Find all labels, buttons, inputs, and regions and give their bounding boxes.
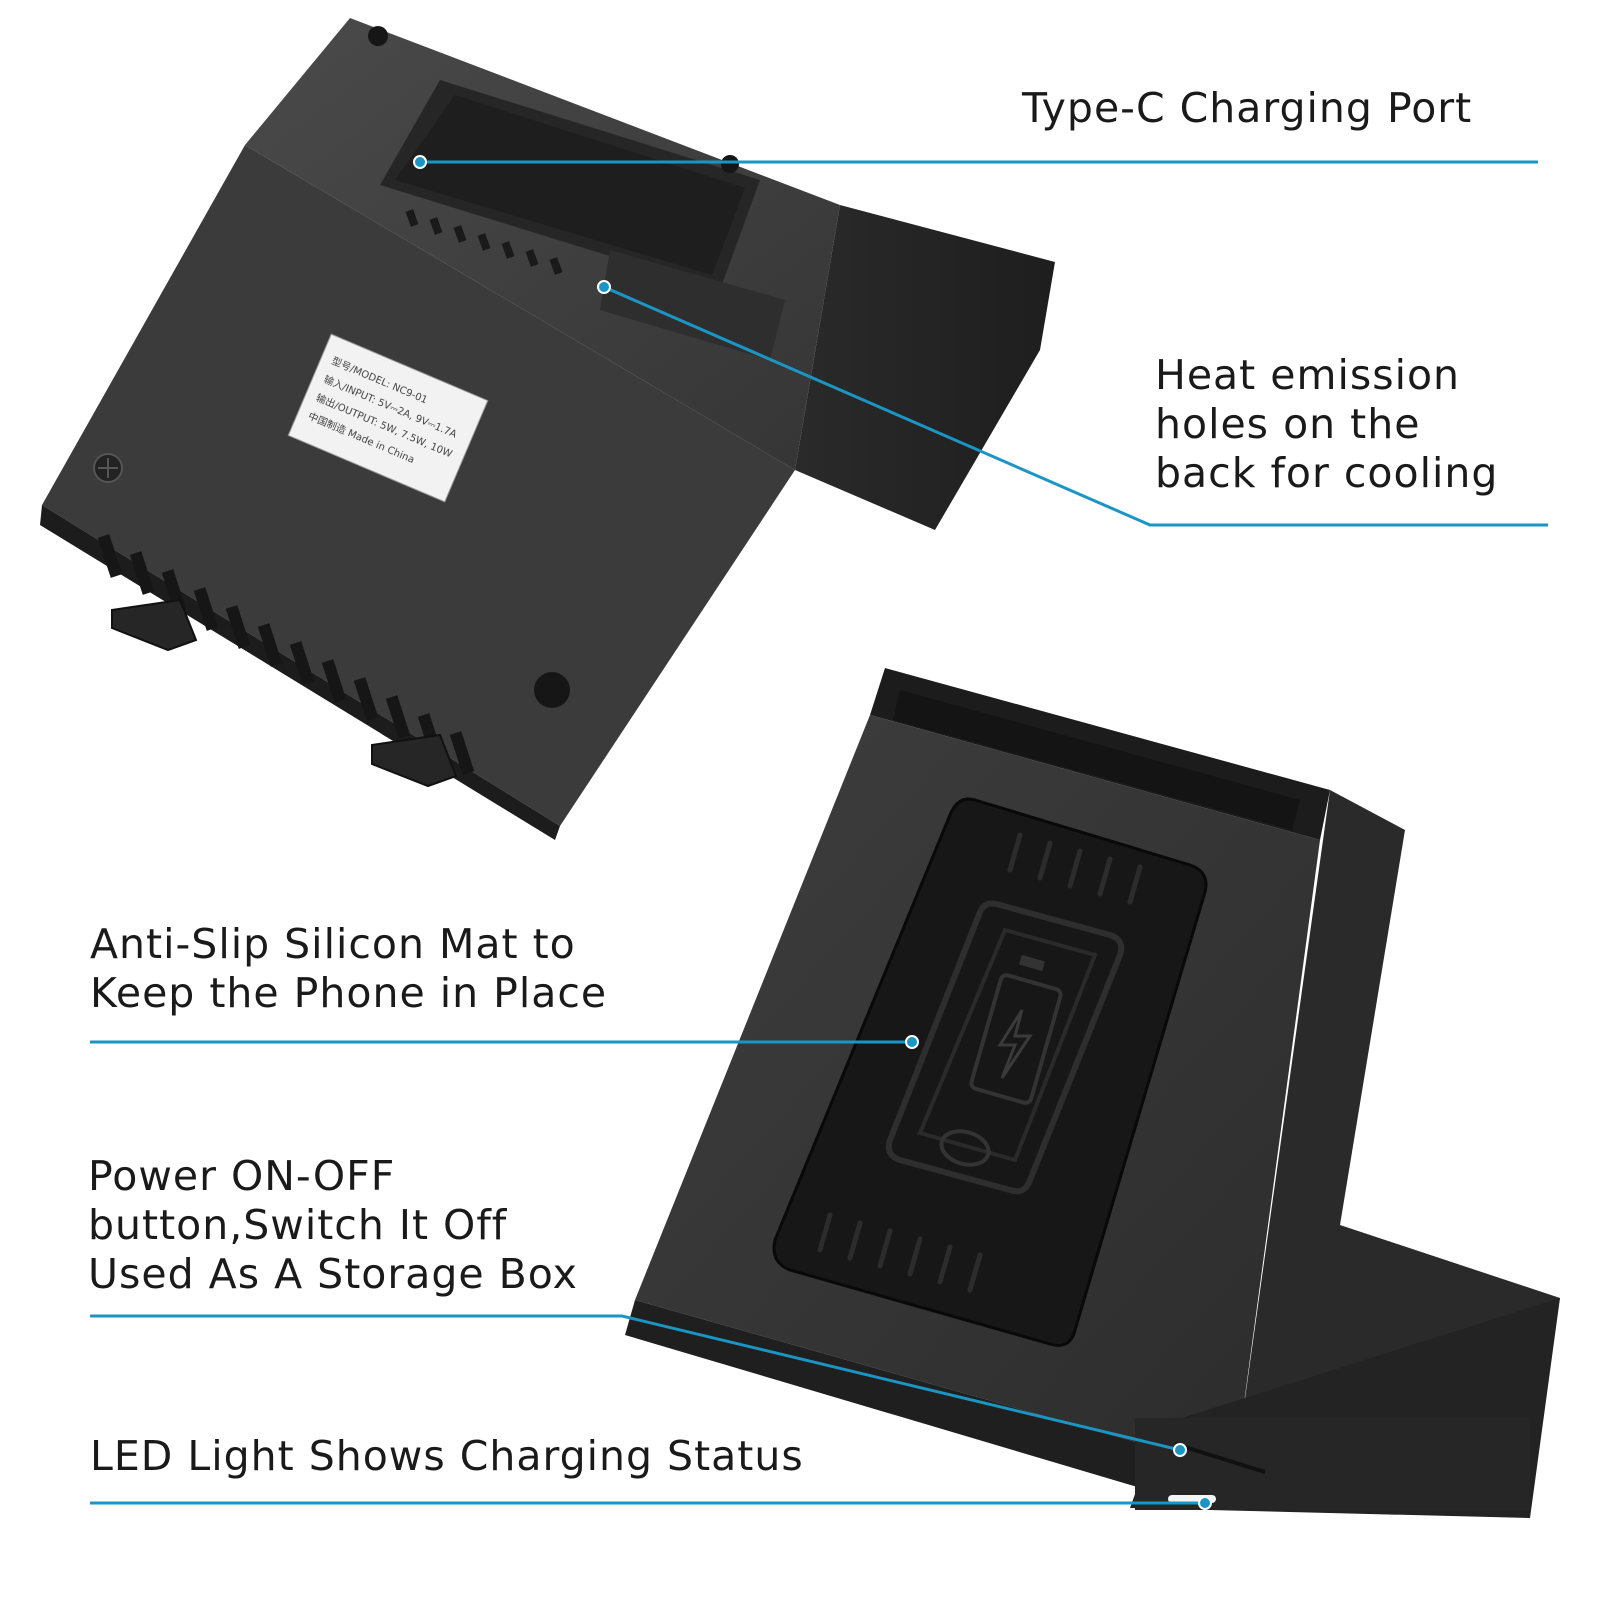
- callout-line: LED Light Shows Charging Status: [90, 1432, 804, 1480]
- callout-line: back for cooling: [1155, 449, 1499, 497]
- power-button-slot: [1174, 1442, 1266, 1474]
- bottom-vent-slots: [97, 534, 475, 775]
- callout-line: holes on the: [1155, 400, 1421, 448]
- home-button-icon: [939, 1129, 991, 1167]
- clip-right: [371, 733, 458, 788]
- mount-hole-top: [368, 26, 388, 46]
- callout-line: button,Switch It Off: [88, 1201, 508, 1249]
- clip-left: [111, 598, 198, 652]
- leader-line-power: [90, 1314, 1181, 1452]
- back-upper-side: [795, 205, 1055, 530]
- port-recess-inner: [395, 95, 745, 275]
- back-upper-top: [245, 18, 840, 470]
- product-label: 型号/MODEL: NC9-01 输入/INPUT: 5V⎓2A, 9V⎓1.7…: [287, 333, 489, 503]
- front-back-rail-top: [893, 690, 1300, 830]
- battery-icon: [969, 954, 1063, 1105]
- callout-line: Anti-Slip Silicon Mat to: [90, 920, 576, 968]
- mount-hole-bottom: [534, 672, 570, 708]
- mount-hole-mid: [721, 155, 739, 173]
- callout-line: Power ON-OFF: [88, 1152, 396, 1200]
- callout-line: Keep the Phone in Place: [90, 969, 608, 1017]
- top-vent-slots: [405, 209, 563, 275]
- lightning-icon: [997, 1009, 1033, 1079]
- front-right-block: [1235, 790, 1560, 1500]
- leader-line-heat: [603, 285, 1548, 527]
- leader-lines: [90, 160, 1548, 1505]
- callout-led-light: LED Light Shows Charging Status: [90, 1432, 804, 1481]
- mat-ridges: [817, 832, 1143, 1293]
- phone-outline: [885, 900, 1125, 1195]
- leader-dots: [413, 155, 1212, 1510]
- callout-power-button: Power ON-OFF button,Switch It Off Used A…: [88, 1152, 578, 1299]
- callout-type-c-port: Type-C Charging Port: [1022, 84, 1472, 133]
- callout-line: Heat emission: [1155, 351, 1461, 399]
- callout-anti-slip-mat: Anti-Slip Silicon Mat to Keep the Phone …: [90, 920, 607, 1018]
- callout-line: Used As A Storage Box: [88, 1250, 578, 1298]
- charger-back-view: 型号/MODEL: NC9-01 输入/INPUT: 5V⎓2A, 9V⎓1.7…: [40, 18, 1055, 840]
- silicon-mat: [772, 797, 1208, 1347]
- callout-line: Type-C Charging Port: [1022, 84, 1473, 132]
- end-cap-face: [1135, 1418, 1530, 1510]
- callout-heat-emission: Heat emission holes on the back for cool…: [1155, 351, 1498, 498]
- port-step: [600, 250, 785, 360]
- charger-front-view: [625, 668, 1560, 1518]
